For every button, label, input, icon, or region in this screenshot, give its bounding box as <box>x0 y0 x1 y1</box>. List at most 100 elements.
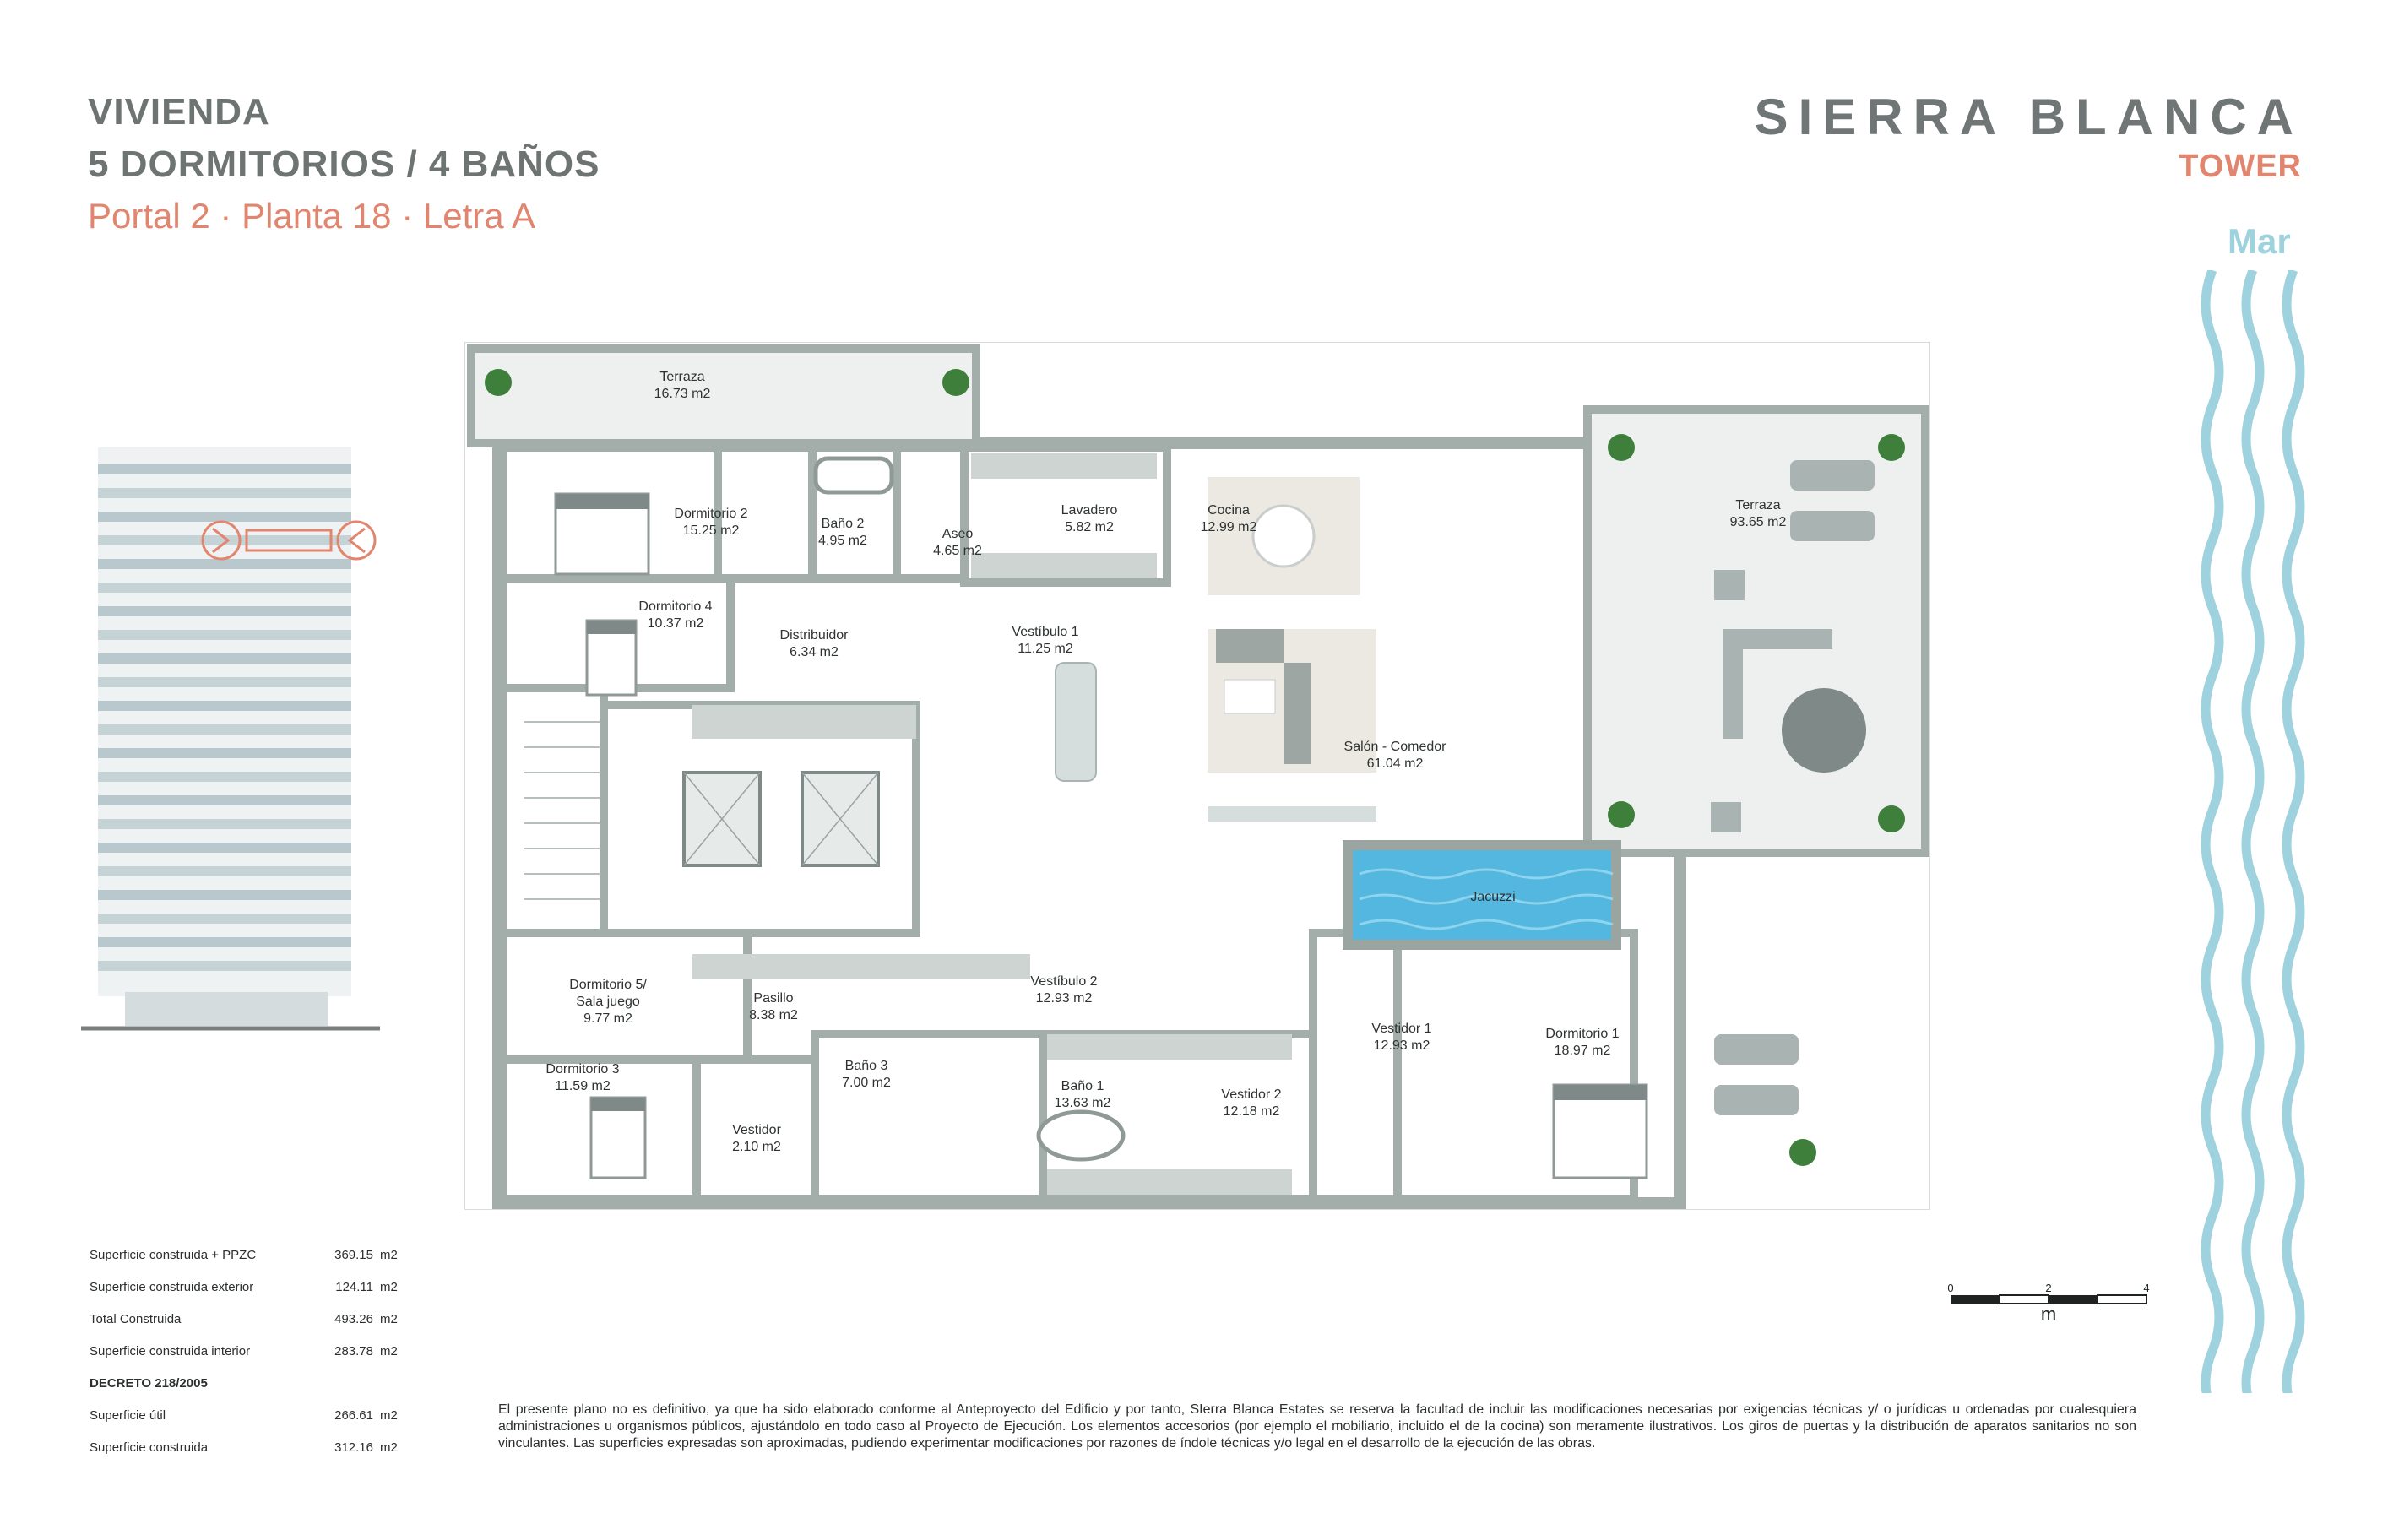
decreto-title: DECRETO 218/2005 <box>90 1376 208 1391</box>
label-vestidor: Vestidor <box>732 1123 781 1137</box>
surfaces-table: Superficie construida + PPZC 369.15 m2 S… <box>90 1241 427 1466</box>
building-floor-band <box>98 795 351 805</box>
room-lavadero <box>893 443 969 583</box>
area-pasillo: 8.38 m2 <box>749 1008 798 1022</box>
label-vestidor1: Vestidor 1 <box>1371 1022 1431 1036</box>
label-terraza-top: Terraza <box>659 370 704 384</box>
area-salon: 61.04 m2 <box>1367 756 1424 771</box>
building-floor-band <box>98 937 351 947</box>
sunbed <box>1790 511 1875 541</box>
bed-dormitorio1 <box>1552 1083 1648 1179</box>
rooms-summary-title: 5 DORMITORIOS / 4 BAÑOS <box>88 144 600 185</box>
decreto-value: 312.16 <box>334 1440 373 1455</box>
bathtub-bano2 <box>813 456 894 495</box>
surface-unit: m2 <box>380 1280 398 1294</box>
label-cocina: Cocina <box>1208 503 1250 518</box>
building-floor-band <box>98 772 351 782</box>
surface-row: Superficie construida exterior 124.11 m2 <box>90 1273 427 1305</box>
sunbed <box>1714 1085 1799 1115</box>
area-vestidor: 2.10 m2 <box>732 1140 781 1154</box>
surface-label: Superficie construida exterior <box>90 1280 254 1294</box>
area-vestidor1: 12.93 m2 <box>1374 1038 1430 1053</box>
building-floor-band <box>98 653 351 664</box>
surface-value: 369.15 <box>334 1248 373 1262</box>
label-vestibulo2: Vestíbulo 2 <box>1030 974 1097 989</box>
building-floor-band <box>98 866 351 876</box>
scale-tick-4: 4 <box>2143 1282 2149 1294</box>
label-vestibulo1: Vestíbulo 1 <box>1012 625 1078 639</box>
building-floor-band <box>98 701 351 711</box>
sea-orientation-label: Mar <box>2228 221 2291 261</box>
room-bano1 <box>811 1030 1047 1203</box>
label-vestidor2: Vestidor 2 <box>1221 1087 1281 1102</box>
surface-row: Total Construida 493.26 m2 <box>90 1305 427 1337</box>
label-dormitorio5-b: Sala juego <box>576 995 640 1009</box>
surface-value: 124.11 <box>335 1280 373 1294</box>
armchairs <box>1216 629 1284 663</box>
building-floor-band <box>98 535 351 545</box>
scale-tick-0: 0 <box>1947 1282 1953 1294</box>
label-bano3: Baño 3 <box>845 1059 888 1073</box>
scale-unit: m <box>2041 1304 2056 1325</box>
label-lavadero: Lavadero <box>1061 503 1118 518</box>
building-floor-band <box>98 488 351 498</box>
building-floor-band <box>98 843 351 853</box>
label-dormitorio2: Dormitorio 2 <box>674 507 747 521</box>
side-table <box>1714 570 1745 600</box>
label-distribuidor: Distribuidor <box>780 628 849 643</box>
unit-type-title: VIVIENDA <box>88 91 270 133</box>
area-bano1: 13.63 m2 <box>1055 1096 1111 1110</box>
label-jacuzzi: Jacuzzi <box>1470 890 1515 904</box>
surface-label: Superficie construida + PPZC <box>90 1248 257 1262</box>
building-floor-band <box>98 961 351 971</box>
coffee-table <box>1224 679 1276 714</box>
area-dormitorio2: 15.25 m2 <box>683 523 740 538</box>
terrace-top-area <box>467 344 980 447</box>
building-floor-band <box>98 464 351 474</box>
building-floor-band <box>98 630 351 640</box>
building-floor-band <box>98 512 351 522</box>
room-bano2 <box>714 443 817 583</box>
area-dormitorio4: 10.37 m2 <box>648 616 704 631</box>
label-dormitorio5: Dormitorio 5/ <box>569 978 647 992</box>
sea-waves-icon <box>2201 270 2305 1393</box>
area-terraza-top: 16.73 m2 <box>654 387 711 401</box>
area-vestidor2: 12.18 m2 <box>1224 1104 1280 1119</box>
label-dormitorio1: Dormitorio 1 <box>1545 1027 1619 1041</box>
parasol <box>1782 688 1866 773</box>
sofa <box>1284 663 1311 764</box>
building-floor-band <box>98 606 351 616</box>
building-floor-band <box>98 748 351 758</box>
building-floor-band <box>98 914 351 924</box>
building-floor-band <box>98 890 351 900</box>
label-dormitorio4: Dormitorio 4 <box>638 599 712 614</box>
building-floor-band <box>98 559 351 569</box>
outdoor-sofa <box>1723 629 1743 739</box>
brand-logo-subtext: TOWER <box>2179 149 2302 184</box>
surface-row: Superficie construida + PPZC 369.15 m2 <box>90 1241 427 1273</box>
unit-location-subtitle: Portal 2 · Planta 18 · Letra A <box>88 196 535 236</box>
area-bano2: 4.95 m2 <box>818 534 867 548</box>
dining-table <box>1251 504 1316 568</box>
building-floor-band <box>98 724 351 735</box>
decreto-heading: DECRETO 218/2005 <box>90 1369 427 1402</box>
building-floor-band <box>98 819 351 829</box>
area-distribuidor: 6.34 m2 <box>790 645 839 659</box>
area-bano3: 7.00 m2 <box>842 1076 891 1090</box>
decreto-value: 266.61 <box>334 1408 373 1423</box>
legal-disclaimer: El presente plano no es definitivo, ya q… <box>498 1402 2136 1451</box>
area-dormitorio1: 18.97 m2 <box>1555 1044 1611 1058</box>
area-vestibulo1: 11.25 m2 <box>1018 642 1073 656</box>
area-dormitorio5: 9.77 m2 <box>583 1011 632 1026</box>
label-dormitorio3: Dormitorio 3 <box>545 1062 619 1076</box>
area-lavadero: 5.82 m2 <box>1065 520 1114 534</box>
label-salon: Salón - Comedor <box>1344 740 1447 754</box>
bathtub <box>1036 1109 1126 1162</box>
decreto-label: Superficie útil <box>90 1408 166 1423</box>
decreto-label: Superficie construida <box>90 1440 209 1455</box>
plant-icon <box>485 369 1905 1166</box>
decreto-unit: m2 <box>380 1440 398 1455</box>
stairs-area <box>498 684 608 937</box>
surface-value: 493.26 <box>334 1312 373 1326</box>
surface-label: Total Construida <box>90 1312 182 1326</box>
